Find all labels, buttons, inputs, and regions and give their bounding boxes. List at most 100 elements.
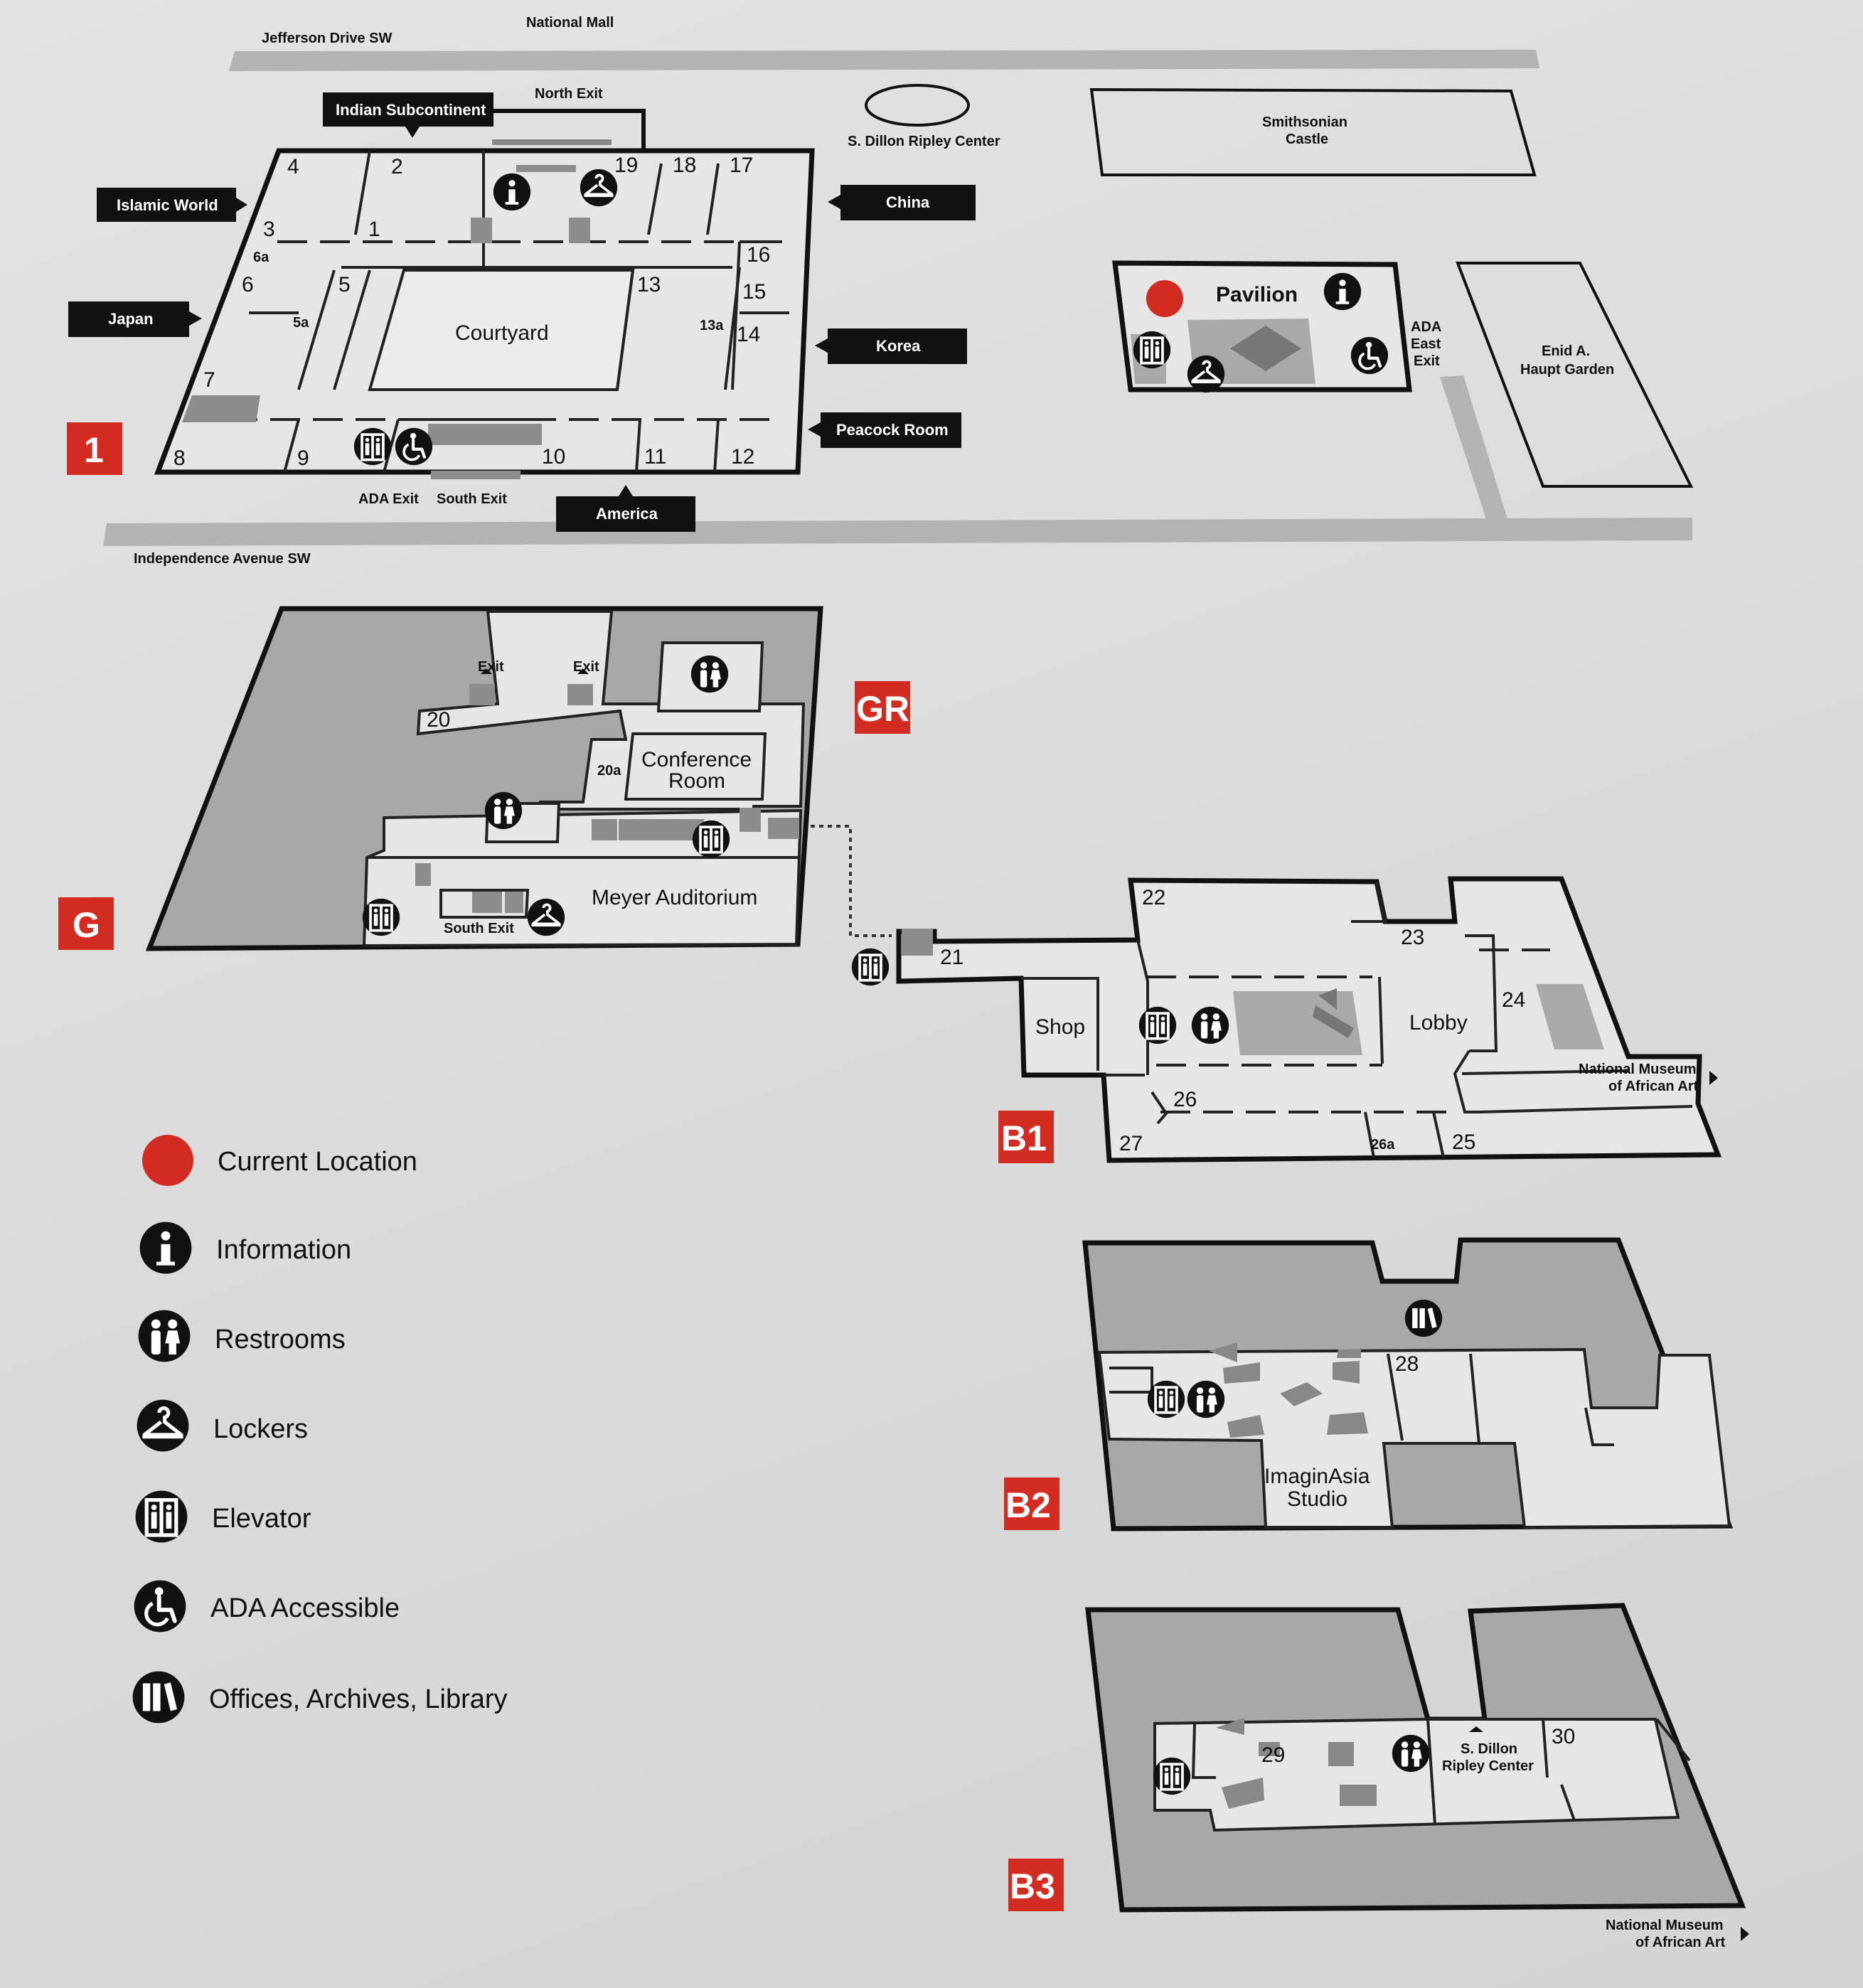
svg-text:China: China — [886, 193, 930, 211]
library-icon — [132, 1671, 185, 1724]
jefferson-drive-road — [229, 50, 1539, 71]
floor-b1-restroom-icon — [1191, 1006, 1229, 1044]
room-10: 10 — [542, 445, 565, 469]
ripley-center-label: S. Dillon Ripley Center — [848, 134, 1000, 149]
legend-item: Information — [139, 1222, 351, 1274]
b3-nmaa-label-1: National Museum — [1606, 1918, 1724, 1933]
floor-g-restroom-icon-top — [690, 655, 729, 693]
garden-path — [1440, 375, 1507, 519]
tag-china: China — [828, 185, 976, 220]
floor-1-badge: 1 — [67, 422, 122, 475]
ripley-center-kiosk — [865, 84, 970, 127]
room-26a: 26a — [1371, 1137, 1395, 1153]
svg-text:Peacock Room: Peacock Room — [836, 421, 949, 439]
floor-b1-elevator-icon-left — [850, 947, 890, 987]
svg-text:B2: B2 — [1005, 1485, 1051, 1525]
locker-icon — [137, 1400, 189, 1452]
legend-item: Lockers — [137, 1400, 308, 1452]
floor-g-south-exit: South Exit — [444, 921, 514, 936]
pavilion-information-icon — [1323, 272, 1362, 311]
room-8: 8 — [174, 447, 186, 470]
ada-east-exit-2: East — [1411, 336, 1441, 352]
svg-text:Islamic World: Islamic World — [117, 196, 218, 214]
smithsonian-castle — [1089, 87, 1537, 176]
b3-ripley-label-1: S. Dillon — [1461, 1741, 1517, 1757]
castle-label-2: Castle — [1286, 132, 1328, 147]
room-6a: 6a — [253, 250, 269, 265]
floor-g-elevator-icon-left — [361, 897, 401, 937]
floor-b2-library-icon — [1404, 1299, 1443, 1337]
room-25: 25 — [1452, 1131, 1475, 1154]
room-9: 9 — [297, 447, 309, 470]
tag-korea: Korea — [815, 328, 967, 364]
svg-text:B3: B3 — [1010, 1866, 1055, 1906]
courtyard-label: Courtyard — [455, 321, 549, 345]
south-exit-label: South Exit — [437, 491, 507, 507]
map-legend: Current Location Information Restrooms L… — [132, 1135, 508, 1724]
room-22: 22 — [1142, 886, 1165, 909]
room-30: 30 — [1552, 1725, 1575, 1748]
room-2: 2 — [391, 155, 403, 178]
conference-room — [624, 732, 767, 801]
north-exit-corridor — [491, 109, 646, 151]
legend-item: ADA Accessible — [134, 1581, 400, 1632]
tag-islamic-world: Islamic World — [97, 188, 247, 222]
svg-text:America: America — [596, 505, 658, 523]
north-exit-label: North Exit — [535, 86, 603, 102]
street-national-mall: National Mall — [526, 15, 614, 31]
svg-text:Indian Subcontinent: Indian Subcontinent — [336, 101, 486, 119]
legend-item: Elevator — [136, 1491, 311, 1543]
pavilion-ada-icon — [1351, 337, 1388, 374]
floor-g-elevator-icon-mid — [691, 819, 731, 859]
floor-1-plan: North Exit Courtyard — [67, 86, 976, 532]
svg-text:Korea: Korea — [876, 337, 921, 355]
pavilion-diamond — [1230, 326, 1301, 371]
room-27: 27 — [1119, 1132, 1143, 1155]
room-20: 20 — [427, 708, 450, 732]
legend-label: ADA Accessible — [210, 1593, 400, 1623]
imaginasia-label-2: Studio — [1287, 1487, 1347, 1511]
svg-text:GR: GR — [856, 689, 909, 729]
room-5: 5 — [338, 273, 351, 296]
street-independence: Independence Avenue SW — [134, 551, 311, 567]
floor-b1-elevator-icon — [1138, 1005, 1178, 1045]
floor-b2-elevator-icon — [1146, 1379, 1186, 1419]
b1-nmaa-label-2: of African Art — [1608, 1079, 1699, 1094]
garden-label-1: Enid A. — [1542, 343, 1590, 359]
room-4: 4 — [287, 155, 299, 178]
current-location-icon — [142, 1135, 193, 1186]
haupt-garden — [1456, 262, 1694, 488]
room-6: 6 — [242, 273, 254, 296]
room-5a: 5a — [293, 315, 309, 331]
lobby-label: Lobby — [1409, 1011, 1468, 1035]
pavilion-elevator-icon — [1132, 330, 1172, 370]
b3-nmaa-arrow-icon — [1741, 1927, 1749, 1941]
b1-nmaa-label-1: National Museum — [1579, 1062, 1697, 1077]
restroom-icon — [138, 1310, 191, 1362]
floor-g-badge: G — [58, 897, 114, 950]
floor-b3-elevator-icon — [1152, 1756, 1192, 1796]
floor-g-exit-right: Exit — [573, 659, 599, 675]
meyer-auditorium-label: Meyer Auditorium — [592, 886, 757, 909]
tag-japan: Japan — [68, 301, 202, 337]
legend-item: Offices, Archives, Library — [132, 1671, 508, 1724]
floor-g-restroom-icon-mid — [484, 791, 523, 830]
pavilion-label: Pavilion — [1216, 283, 1298, 306]
floor-b2-restroom-icon — [1187, 1380, 1225, 1418]
conference-label-1: Conference — [641, 748, 752, 771]
legend-item: Restrooms — [138, 1310, 346, 1362]
room-29: 29 — [1261, 1743, 1285, 1767]
room-13a: 13a — [700, 318, 724, 333]
independence-avenue-road — [103, 518, 1692, 546]
castle-label-1: Smithsonian — [1262, 114, 1347, 130]
room-20a: 20a — [597, 763, 621, 779]
room-15: 15 — [742, 280, 766, 304]
room-1: 1 — [368, 218, 380, 241]
tag-peacock-room: Peacock Room — [808, 412, 961, 448]
legend-label: Restrooms — [215, 1325, 346, 1354]
ada-east-exit-1: ADA — [1411, 319, 1441, 335]
floor1-ada-icon — [395, 428, 432, 465]
room-13: 13 — [637, 273, 661, 296]
floor-connector — [811, 825, 892, 937]
